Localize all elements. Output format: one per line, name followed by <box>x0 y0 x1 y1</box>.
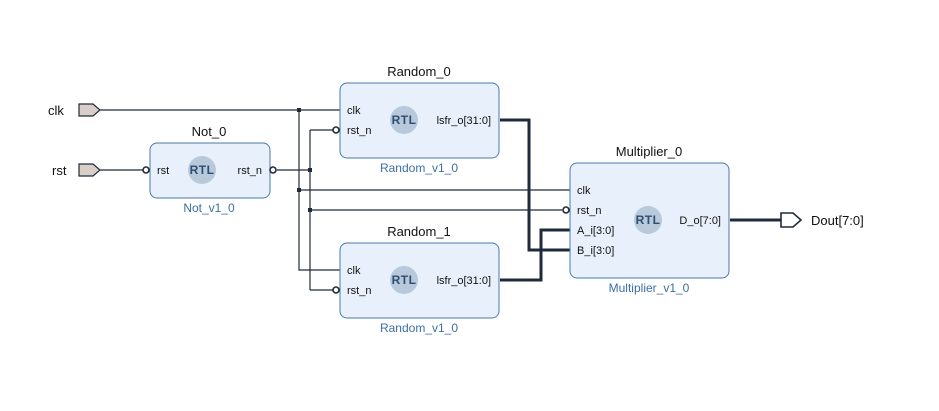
inversion-bubble-icon <box>332 286 340 294</box>
port-clk[interactable]: clk <box>48 103 101 118</box>
rtl-badge-icon <box>188 156 216 184</box>
port-rst-label: rst <box>52 163 67 178</box>
rtl-badge-icon <box>390 266 418 294</box>
rtl-badge-label: RTL <box>392 273 417 287</box>
block-random-1[interactable]: Random_1 clk rst_n RTL lsfr_o[31:0] Rand… <box>332 224 500 335</box>
block-title: Random_0 <box>387 64 451 79</box>
inversion-bubble-icon <box>562 206 570 214</box>
rtl-badge-label: RTL <box>392 113 417 127</box>
pin-label: rst_n <box>347 285 371 297</box>
inversion-bubble-icon <box>142 166 150 174</box>
pin-label: lsfr_o[31:0] <box>437 115 491 127</box>
pin-label: rst_n <box>347 125 371 137</box>
port-dout-label: Dout[7:0] <box>811 213 864 228</box>
block-title: Not_0 <box>192 124 227 139</box>
block-body[interactable] <box>339 242 500 319</box>
block-subtitle: Random_v1_0 <box>380 321 458 335</box>
input-port-icon <box>78 103 101 117</box>
nets <box>100 108 781 291</box>
junction-dot <box>297 108 301 112</box>
pin-label: lsfr_o[31:0] <box>437 275 491 287</box>
pin-label: clk <box>347 265 361 277</box>
block-body[interactable] <box>339 82 500 159</box>
rtl-badge-label: RTL <box>636 213 661 227</box>
inversion-bubble-icon <box>269 166 277 174</box>
pin-label: D_o[7:0] <box>679 215 721 227</box>
inversion-bubble-icon <box>332 126 340 134</box>
junction-dot <box>308 168 312 172</box>
port-rst[interactable]: rst <box>52 163 101 178</box>
block-subtitle: Multiplier_v1_0 <box>609 281 690 295</box>
block-title: Multiplier_0 <box>616 144 682 159</box>
block-multiplier-0[interactable]: Multiplier_0 clk rst_n A_i[3:0] B_i[3:0]… <box>562 144 730 295</box>
input-port-icon <box>78 163 101 177</box>
pin-label: clk <box>347 105 361 117</box>
block-subtitle: Not_v1_0 <box>183 201 235 215</box>
port-dout[interactable]: Dout[7:0] <box>780 212 864 228</box>
output-port-icon <box>780 212 803 228</box>
block-subtitle: Random_v1_0 <box>380 161 458 175</box>
block-title: Random_1 <box>387 224 451 239</box>
block-not-0[interactable]: Not_0 rst RTL rst_n Not_v1_0 <box>142 124 277 215</box>
rtl-badge-icon <box>634 206 662 234</box>
pin-label: B_i[3:0] <box>577 245 614 257</box>
junction-dot <box>297 188 301 192</box>
pin-label: rst <box>157 165 169 177</box>
port-clk-label: clk <box>48 103 64 118</box>
pin-label: clk <box>577 185 591 197</box>
pin-label: A_i[3:0] <box>577 225 614 237</box>
block-random-0[interactable]: Random_0 clk rst_n RTL lsfr_o[31:0] Rand… <box>332 64 500 175</box>
pin-label: rst_n <box>238 165 262 177</box>
rtl-badge-label: RTL <box>190 163 215 177</box>
pin-label: rst_n <box>577 205 601 217</box>
rtl-badge-icon <box>390 106 418 134</box>
net-random1-lsfr[interactable] <box>500 228 570 282</box>
net-random0-lsfr[interactable] <box>500 118 570 252</box>
junction-dot <box>308 208 312 212</box>
